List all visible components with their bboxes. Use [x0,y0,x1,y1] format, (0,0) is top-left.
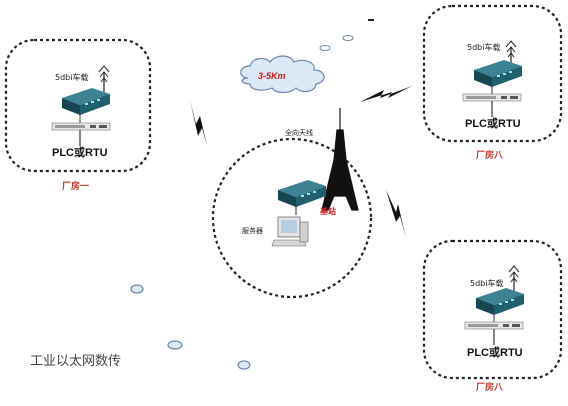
radio-label: 5dbi车载 [470,279,504,288]
cloud-icon [240,55,325,94]
modem-icon [62,88,110,115]
distance-label: 3-5Km [258,71,286,81]
factory-label: 厂房一 [62,182,90,192]
factory-3-boundary [422,239,563,380]
signal-bubble [130,284,144,294]
antenna-label: 全向天线 [285,129,313,137]
factory-2-boundary [422,4,563,143]
wireless-signal-icon [190,100,207,145]
diagram-caption: 工业以太网数传 [30,354,122,369]
server-label: 服务器 [242,227,263,235]
signal-dash [368,19,374,21]
factory-label: 厂房八 [476,383,504,393]
wireless-signal-icon [386,190,406,238]
device-label: PLC或RTU [467,347,523,359]
plc-icon [464,321,524,330]
signal-bubble [237,360,251,370]
base-station-boundary [211,137,373,299]
plc-icon [51,122,111,131]
signal-bubble [319,45,331,51]
signal-bubble [167,340,183,350]
radio-label: 5dbi车载 [467,43,501,52]
wireless-signal-icon [360,86,412,102]
signal-bubble [342,35,354,41]
tower-icon [321,108,359,211]
radio-label: 5dbi车载 [55,73,89,82]
plc-icon [462,93,522,102]
modem-icon [278,180,326,207]
factory-label: 厂房八 [476,151,504,161]
station-label: 基站 [320,207,336,216]
modem-icon [474,60,522,87]
factory-1-boundary [4,38,152,173]
device-label: PLC或RTU [52,147,108,159]
computer-icon [271,216,309,247]
modem-icon [476,288,524,315]
device-label: PLC或RTU [465,118,521,130]
